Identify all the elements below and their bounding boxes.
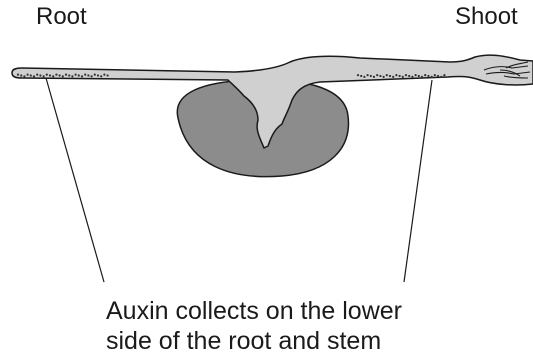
auxin-dot	[415, 74, 417, 76]
auxin-dot	[411, 76, 413, 78]
auxin-dot	[78, 74, 80, 76]
auxin-dot	[386, 74, 388, 76]
auxin-dot	[392, 76, 394, 78]
auxin-dot	[376, 74, 378, 76]
auxin-dot	[437, 75, 439, 77]
auxin-dot	[49, 74, 51, 76]
auxin-dot	[39, 74, 41, 76]
auxin-dot	[97, 74, 99, 76]
auxin-dot	[434, 74, 436, 76]
auxin-dot	[62, 75, 64, 77]
auxin-dot	[408, 75, 410, 77]
auxin-dot	[427, 75, 429, 77]
auxin-dot	[55, 74, 57, 76]
auxin-dot	[30, 74, 32, 76]
auxin-dot	[431, 76, 433, 78]
auxin-dot	[370, 75, 372, 77]
seedling	[12, 55, 533, 148]
root-label: Root	[36, 3, 87, 31]
auxin-dot	[421, 76, 423, 78]
auxin-dot	[84, 74, 86, 76]
auxin-dot	[360, 75, 362, 77]
auxin-dot	[27, 74, 29, 76]
auxin-dot	[20, 74, 22, 76]
auxin-dot	[87, 74, 89, 76]
auxin-dot	[440, 76, 442, 78]
auxin-dot	[52, 75, 54, 77]
auxin-dot	[94, 74, 96, 76]
auxin-dot	[100, 75, 102, 77]
auxin-dot	[107, 74, 109, 76]
auxin-dot	[46, 74, 48, 76]
auxin-dot	[91, 75, 93, 77]
auxin-dot	[405, 74, 407, 76]
auxin-dot	[33, 75, 35, 77]
auxin-dot	[59, 74, 61, 76]
shoot-label: Shoot	[455, 3, 518, 31]
auxin-dot	[389, 75, 391, 77]
auxin-dot	[23, 75, 25, 77]
auxin-dot	[443, 74, 445, 76]
auxin-dot	[36, 74, 38, 76]
stem-pointer-line	[404, 80, 432, 282]
auxin-dot	[424, 74, 426, 76]
auxin-dot	[373, 76, 375, 78]
auxin-dot	[81, 75, 83, 77]
auxin-dot	[418, 75, 420, 77]
auxin-dot	[379, 75, 381, 77]
auxin-dot	[75, 74, 77, 76]
caption-line-1: Auxin collects on the lower	[106, 296, 402, 326]
auxin-dot	[399, 75, 401, 77]
auxin-dot	[103, 74, 105, 76]
auxin-dot	[363, 76, 365, 78]
auxin-dot	[367, 74, 369, 76]
auxin-dot	[402, 76, 404, 78]
auxin-dot	[395, 74, 397, 76]
auxin-dot	[65, 74, 67, 76]
auxin-dot	[357, 74, 359, 76]
auxin-dot	[17, 74, 19, 76]
auxin-dot	[43, 75, 45, 77]
auxin-dot	[68, 74, 70, 76]
auxin-dot	[71, 75, 73, 77]
caption-line-2: side of the root and stem	[106, 326, 381, 356]
auxin-dot	[383, 76, 385, 78]
root-pointer-line	[46, 78, 104, 282]
